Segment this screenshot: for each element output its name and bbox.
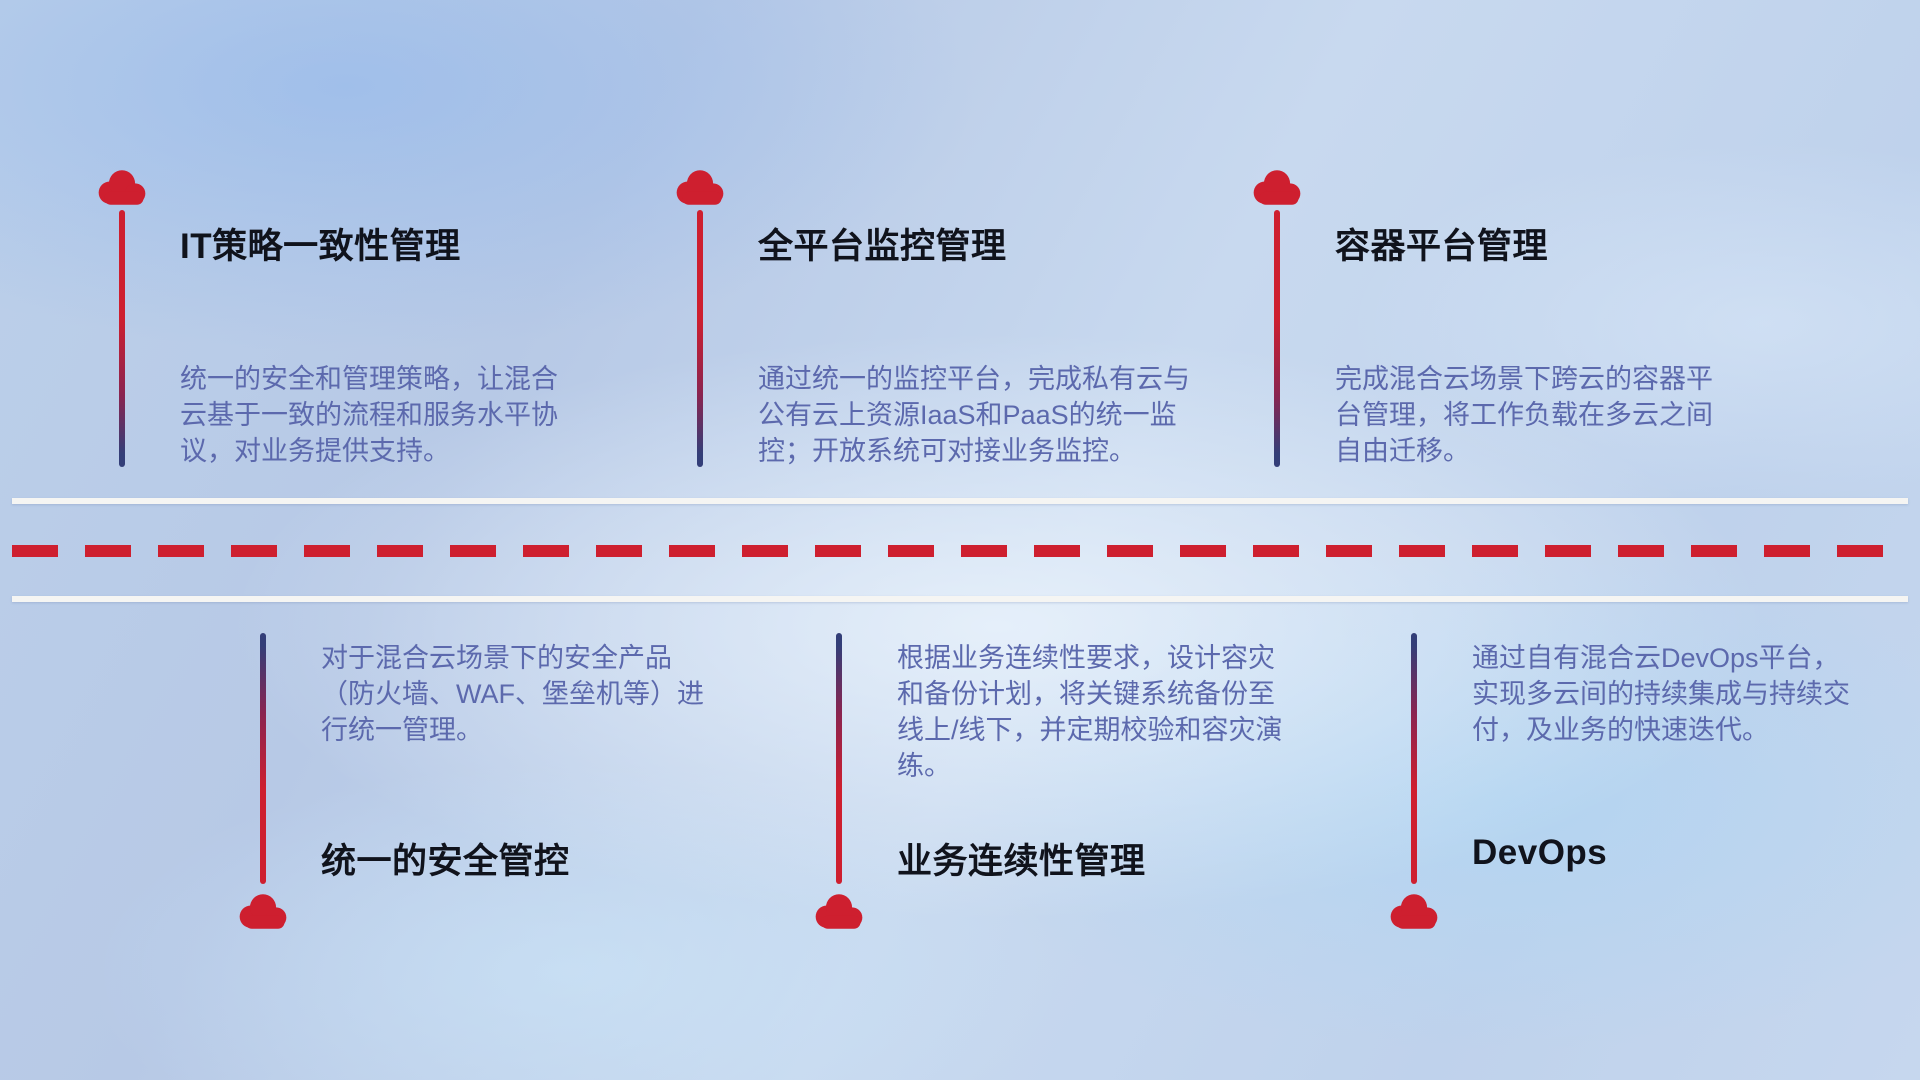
- connector-line: [697, 210, 703, 467]
- cloud-icon: [811, 892, 867, 932]
- connector-line: [836, 633, 842, 884]
- capability-title: 容器平台管理: [1335, 227, 1549, 266]
- capability-text: 全平台监控管理 通过统一的监控平台，完成私有云与公有云上资源IaaS和PaaS的…: [758, 168, 1228, 588]
- capability-description: 完成混合云场景下跨云的容器平台管理，将工作负载在多云之间自由迁移。: [1335, 364, 1713, 466]
- capability-pin: [94, 168, 150, 467]
- capability-pin: [1386, 633, 1442, 932]
- capability-title: IT策略一致性管理: [180, 227, 461, 266]
- capability-pin: [235, 633, 291, 932]
- cloud-icon: [1249, 168, 1305, 208]
- capability-description: 通过自有混合云DevOps平台，实现多云间的持续集成与持续交付，及业务的快速迭代…: [1472, 643, 1850, 745]
- road-edge-line-bottom: [12, 596, 1908, 602]
- capability-text: 容器平台管理 完成混合云场景下跨云的容器平台管理，将工作负载在多云之间自由迁移。: [1335, 168, 1805, 588]
- capability-pin: [1249, 168, 1305, 467]
- connector-line: [260, 633, 266, 884]
- cloud-icon: [1386, 892, 1442, 932]
- capability-title: DevOps: [1472, 833, 1608, 872]
- capability-title: 业务连续性管理: [897, 842, 1146, 881]
- capability-title: 全平台监控管理: [758, 227, 1007, 266]
- capability-description: 通过统一的监控平台，完成私有云与公有云上资源IaaS和PaaS的统一监控；开放系…: [758, 364, 1190, 466]
- connector-line: [1274, 210, 1280, 467]
- capability-title: 统一的安全管控: [321, 842, 570, 881]
- capability-text: 通过自有混合云DevOps平台，实现多云间的持续集成与持续交付，及业务的快速迭代…: [1472, 633, 1920, 1053]
- cloud-icon: [235, 892, 291, 932]
- road-dash-line: [12, 545, 1908, 557]
- cloud-icon: [94, 168, 150, 208]
- cloud-icon: [672, 168, 728, 208]
- capability-pin: [811, 633, 867, 932]
- capability-text: IT策略一致性管理 统一的安全和管理策略，让混合云基于一致的流程和服务水平协议，…: [180, 168, 650, 588]
- capability-description: 对于混合云场景下的安全产品（防火墙、WAF、堡垒机等）进行统一管理。: [321, 643, 704, 745]
- capability-description: 统一的安全和管理策略，让混合云基于一致的流程和服务水平协议，对业务提供支持。: [180, 364, 558, 466]
- capability-text: 根据业务连续性要求，设计容灾和备份计划，将关键系统备份至线上/线下，并定期校验和…: [897, 633, 1367, 1053]
- connector-line: [119, 210, 125, 467]
- road-edge-line-top: [12, 498, 1908, 504]
- connector-line: [1411, 633, 1417, 884]
- capability-description: 根据业务连续性要求，设计容灾和备份计划，将关键系统备份至线上/线下，并定期校验和…: [897, 643, 1283, 781]
- capability-pin: [672, 168, 728, 467]
- capability-text: 对于混合云场景下的安全产品（防火墙、WAF、堡垒机等）进行统一管理。 统一的安全…: [321, 633, 791, 1053]
